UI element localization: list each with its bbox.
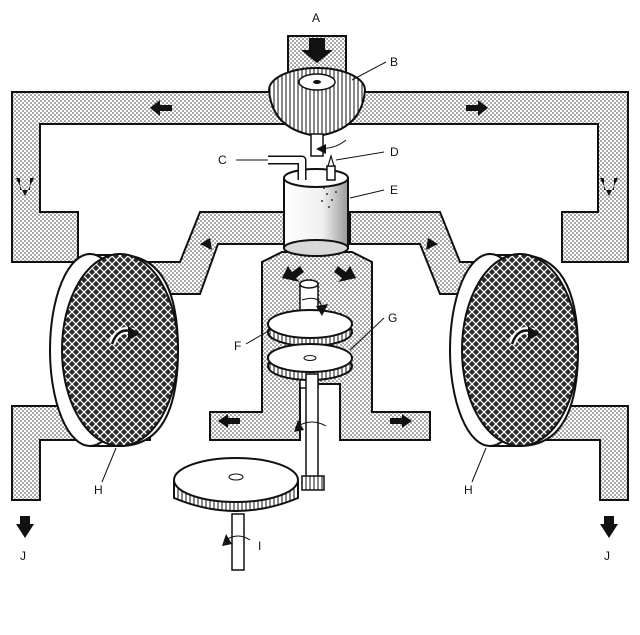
fuel-inlet-pipe — [268, 155, 307, 180]
rotation-arrow-shaft — [294, 420, 327, 432]
combustion-chamber — [283, 168, 349, 257]
label-i: I — [258, 539, 261, 553]
exhaust-arrow-left — [16, 516, 34, 538]
leader-lines — [101, 61, 487, 483]
flow-arrow-chamber-right — [334, 266, 356, 282]
upper-duct-right — [347, 91, 629, 263]
spark-igniter — [326, 153, 336, 181]
label-a: A — [312, 11, 320, 25]
flow-arrow-right-up — [426, 238, 438, 250]
exhaust-arrow-right — [600, 516, 618, 538]
label-c: C — [218, 153, 227, 167]
label-h-left: H — [94, 483, 103, 497]
shaft-lower — [301, 373, 325, 491]
compressor-rotor — [268, 67, 366, 157]
flow-arrow-chamber-left — [282, 266, 304, 282]
label-h-right: H — [464, 483, 473, 497]
label-j-left: J — [20, 549, 26, 563]
flow-arrow-left-top — [150, 100, 172, 116]
gear-f — [267, 309, 353, 347]
flow-arrow-left-down — [16, 178, 34, 196]
label-j-right: J — [604, 549, 610, 563]
rotation-arrow-gear-f — [301, 297, 328, 316]
label-b: B — [390, 55, 398, 69]
label-d: D — [390, 145, 399, 159]
output-gear — [173, 457, 299, 512]
gear-g — [267, 343, 353, 381]
turbine-wheel-right — [449, 253, 580, 447]
inflow-arrow — [301, 38, 333, 63]
upper-duct-left — [11, 91, 291, 263]
label-f: F — [234, 339, 241, 353]
flow-arrow-right-top — [466, 100, 488, 116]
flow-arrow-lower-right — [390, 414, 412, 428]
flow-arrow-right-down — [600, 178, 618, 196]
flow-arrows — [16, 100, 618, 538]
label-e: E — [390, 183, 398, 197]
flow-arrow-left-up — [200, 238, 212, 250]
flow-arrow-lower-left — [218, 414, 240, 428]
output-shaft — [222, 513, 251, 571]
label-g: G — [388, 311, 397, 325]
turbine-wheel-left — [49, 253, 180, 447]
